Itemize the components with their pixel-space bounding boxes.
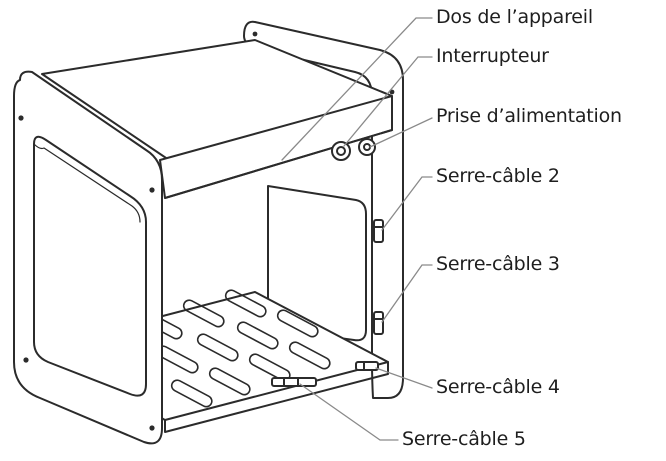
leader-clip4 bbox=[375, 367, 433, 389]
leader-back bbox=[281, 17, 433, 161]
screw-holes bbox=[18, 31, 395, 431]
label-power-socket: Prise d’alimentation bbox=[436, 105, 622, 127]
cable-clip-5 bbox=[271, 377, 317, 387]
label-cable-clip-2: Serre-câble 2 bbox=[436, 165, 560, 187]
front-side-panel bbox=[13, 70, 163, 445]
label-cable-clip-5: Serre-câble 5 bbox=[402, 428, 526, 450]
power-switch bbox=[331, 141, 351, 161]
bottom-plate-front-edge bbox=[164, 361, 389, 433]
back-panel-inner-edge bbox=[164, 129, 393, 199]
label-power-switch: Interrupteur bbox=[436, 45, 549, 67]
power-socket bbox=[358, 138, 376, 156]
leader-socket bbox=[369, 117, 433, 148]
leader-switch bbox=[343, 56, 433, 147]
label-cable-clip-4: Serre-câble 4 bbox=[436, 376, 560, 398]
cable-clip-2 bbox=[373, 219, 384, 243]
leader-clip2 bbox=[381, 176, 433, 231]
cable-clip-4 bbox=[355, 361, 379, 371]
label-back-of-device: Dos de l’appareil bbox=[436, 6, 593, 28]
cable-clip-3 bbox=[373, 311, 384, 335]
leader-clip5 bbox=[299, 383, 399, 441]
leader-clip3 bbox=[381, 264, 433, 323]
label-cable-clip-3: Serre-câble 3 bbox=[436, 253, 560, 275]
